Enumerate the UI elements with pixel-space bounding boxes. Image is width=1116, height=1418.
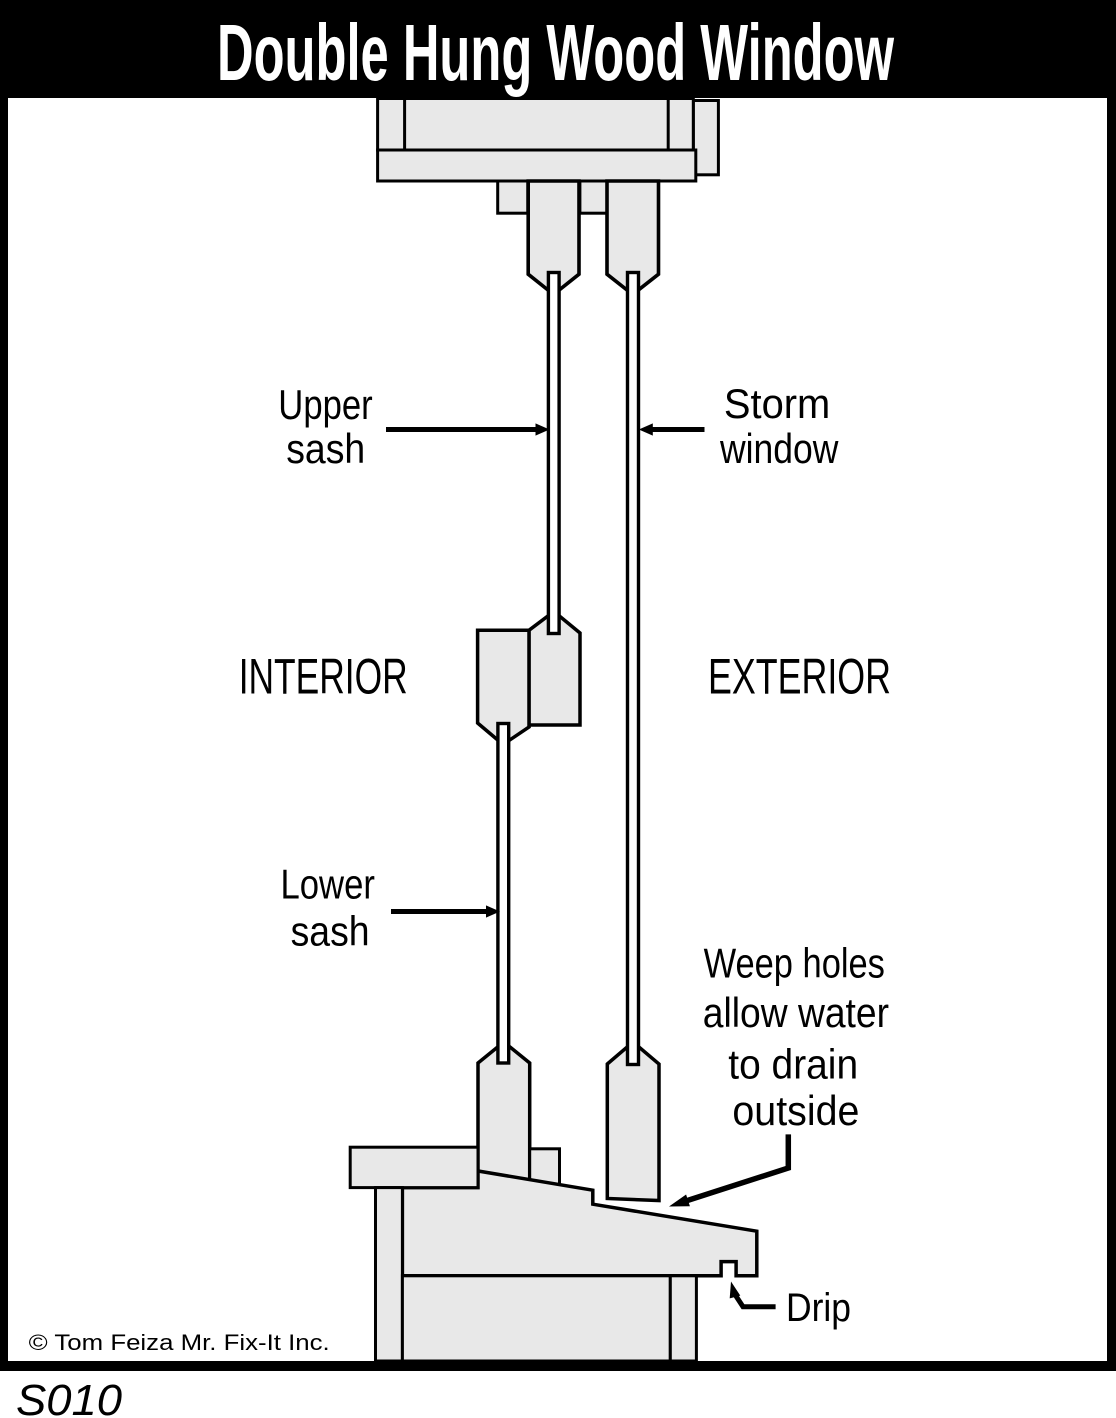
svg-text:Upper: Upper [278,381,372,428]
svg-text:Storm: Storm [724,380,830,427]
svg-text:allow water: allow water [703,989,889,1036]
svg-text:to drain: to drain [728,1041,858,1088]
svg-text:Lower: Lower [281,860,375,907]
svg-text:INTERIOR: INTERIOR [239,649,408,705]
svg-text:S010: S010 [16,1376,123,1418]
svg-text:Double Hung Wood Window: Double Hung Wood Window [217,8,894,97]
svg-text:window: window [719,425,839,472]
svg-text:EXTERIOR: EXTERIOR [708,649,891,705]
svg-text:sash: sash [286,425,365,472]
svg-text:Weep holes: Weep holes [704,940,885,987]
svg-text:sash: sash [291,908,370,955]
svg-text:outside: outside [732,1087,859,1134]
svg-text:Drip: Drip [786,1286,851,1330]
svg-text:© Tom Feiza Mr. Fix-It Inc.: © Tom Feiza Mr. Fix-It Inc. [29,1330,330,1355]
